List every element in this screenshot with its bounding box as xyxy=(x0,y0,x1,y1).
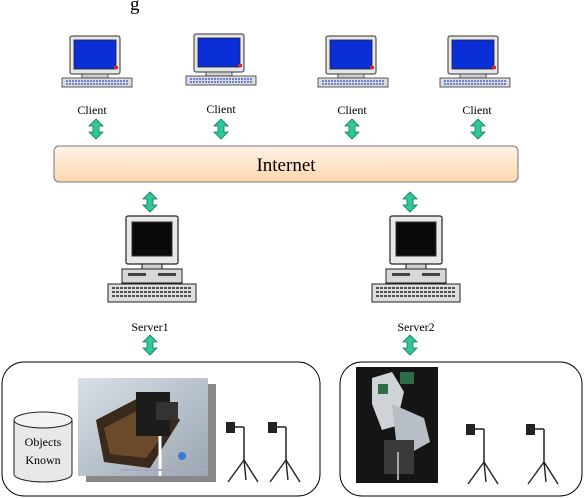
server-link-arrow xyxy=(402,191,418,213)
desktop-computer-icon xyxy=(317,35,389,88)
internet-label: Internet xyxy=(256,155,316,176)
server-computer-icon xyxy=(371,215,461,303)
server-label: Server1 xyxy=(131,320,168,334)
left-lab-panel: Objects Known xyxy=(1,361,321,497)
internet-bar: Internet xyxy=(53,145,519,183)
client-link-arrow xyxy=(344,118,360,140)
client-3: Client xyxy=(317,35,389,117)
server-computer-icon xyxy=(107,215,197,303)
client-2: Client xyxy=(185,33,257,116)
client-link-arrow xyxy=(213,118,229,140)
server-label: Server2 xyxy=(397,320,434,334)
lab-link-arrow xyxy=(402,334,418,356)
right-lab-panel xyxy=(339,361,583,497)
database-label-line1: Objects xyxy=(25,435,62,449)
server-link-arrow xyxy=(142,191,158,213)
desktop-computer-icon xyxy=(439,35,511,88)
database-label-line2: Known xyxy=(25,453,60,467)
lab-link-arrow xyxy=(142,334,158,356)
server-1: Server1 xyxy=(107,215,197,334)
client-label: Client xyxy=(462,103,492,117)
server-2: Server2 xyxy=(371,215,461,334)
client-4: Client xyxy=(439,35,511,117)
robot-arm-photo xyxy=(356,367,438,483)
client-link-arrow xyxy=(470,118,486,140)
client-label: Client xyxy=(77,103,107,117)
pan-tilt-camera-photo xyxy=(78,378,216,482)
client-label: Client xyxy=(206,102,236,116)
client-1: Client xyxy=(61,35,133,117)
desktop-computer-icon xyxy=(61,35,133,88)
header-fragment: g xyxy=(130,0,140,15)
desktop-computer-icon xyxy=(185,33,257,86)
client-link-arrow xyxy=(88,118,104,140)
client-label: Client xyxy=(337,103,367,117)
database-cylinder-icon: Objects Known xyxy=(13,411,73,483)
